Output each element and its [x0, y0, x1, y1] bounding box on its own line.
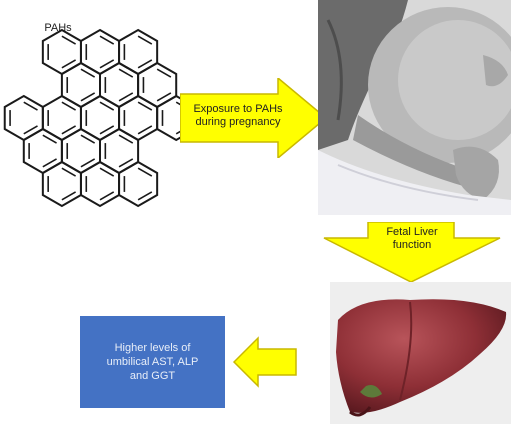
pah-label: PAHs	[38, 22, 78, 35]
result-arrow	[232, 336, 298, 388]
fetal-liver-label: Fetal Liver function	[372, 226, 452, 252]
exposure-label-line2: during pregnancy	[195, 116, 280, 128]
exposure-label-line1: Exposure to PAHs	[193, 103, 282, 115]
fetal-liver-label-line2: function	[393, 239, 432, 251]
result-box: Higher levels of umbilical AST, ALP and …	[80, 316, 225, 408]
fetal-liver-label-line1: Fetal Liver	[386, 226, 437, 238]
liver-illustration	[330, 282, 511, 424]
exposure-label: Exposure to PAHs during pregnancy	[186, 103, 290, 129]
pah-molecule-icon	[0, 0, 200, 215]
result-line3: and GGT	[130, 370, 175, 382]
pregnant-woman-photo	[318, 0, 511, 215]
result-line1: Higher levels of	[115, 342, 191, 354]
result-line2: umbilical AST, ALP	[107, 356, 199, 368]
